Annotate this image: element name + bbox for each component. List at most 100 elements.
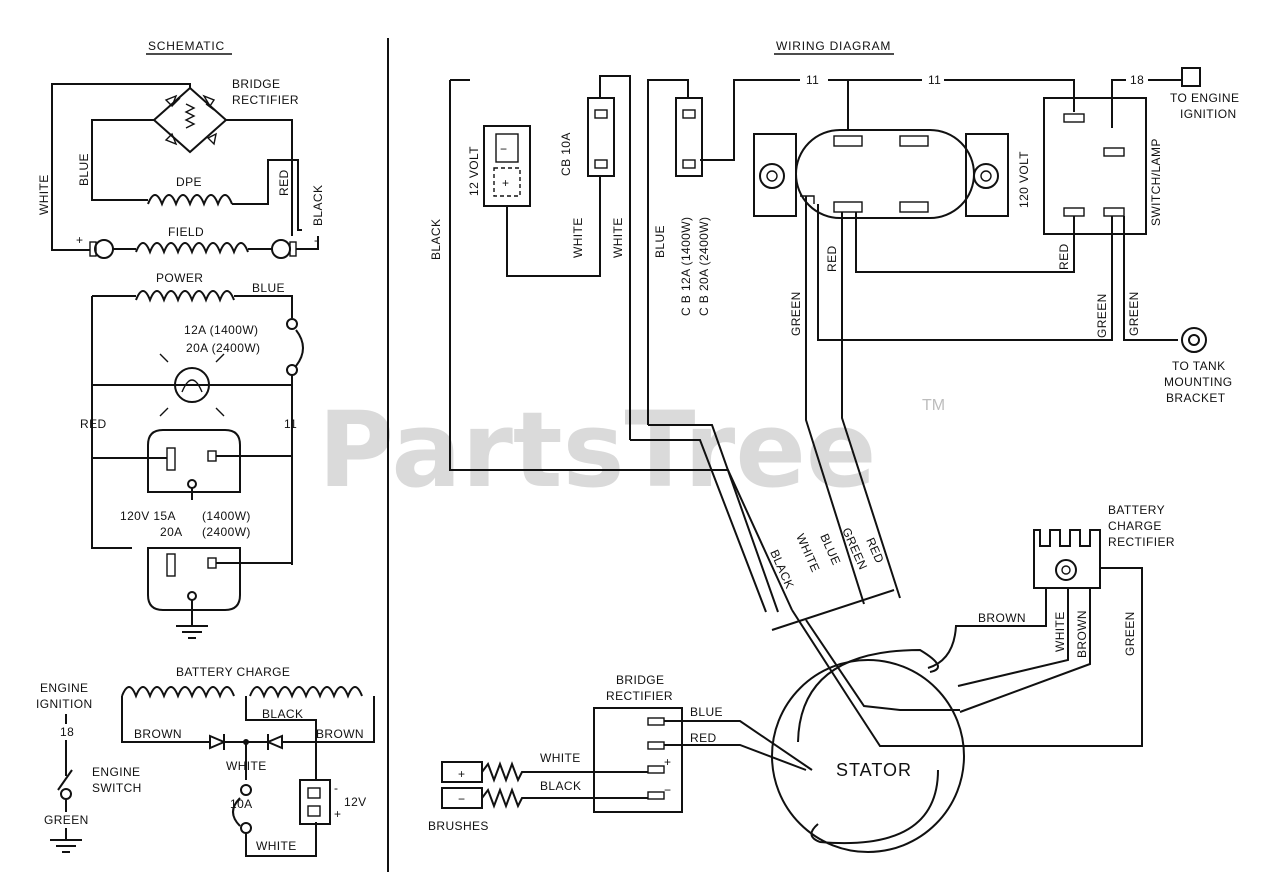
- engine-switch-2: SWITCH: [92, 781, 142, 795]
- wiring-black-label: BLACK: [429, 219, 443, 260]
- bc-brown-left: BROWN: [134, 727, 182, 741]
- receptacle-2-label: 20A: [160, 525, 183, 539]
- wiring-blue-label: BLUE: [653, 225, 667, 258]
- br-red-label: RED: [690, 731, 717, 745]
- bc-battery-12v: [299, 779, 331, 825]
- cb-10a-label: CB 10A: [559, 132, 573, 176]
- battery-charge-coil-left: [121, 686, 235, 699]
- bridge-rectifier-symbol: [152, 86, 228, 154]
- bc-brown-right: BROWN: [316, 727, 364, 741]
- wiring-red-label: RED: [825, 245, 839, 272]
- wiring-green-b: GREEN: [1095, 293, 1109, 338]
- receptacle-1-label: 120V 15A: [120, 509, 176, 523]
- wiring-eleven-a: 11: [806, 73, 819, 87]
- power-blue-label: BLUE: [252, 281, 285, 295]
- br-white-label: WHITE: [540, 751, 581, 765]
- engine-eighteen: 18: [60, 725, 74, 739]
- lamp-symbol: [174, 367, 210, 403]
- wiring-green-label: GREEN: [789, 291, 803, 336]
- battery-charge-rectifier: [1033, 529, 1101, 589]
- bc-12v-label: 12V: [344, 795, 367, 809]
- wiring-white-b: WHITE: [611, 217, 625, 258]
- battery-charge-label: BATTERY CHARGE: [176, 665, 290, 679]
- bc-plus: +: [334, 807, 341, 821]
- harness-clamp: [771, 589, 895, 631]
- outlet-12v-minus: −: [500, 142, 507, 156]
- cb-10a: [587, 97, 615, 177]
- field-minus: -: [314, 233, 318, 247]
- bc-diode-right: [265, 734, 283, 750]
- schematic-bridge-label-2: RECTIFIER: [232, 93, 299, 107]
- schematic-black-label: BLACK: [311, 185, 325, 226]
- field-plus: +: [76, 233, 83, 247]
- breaker-20a-label: 20A (2400W): [186, 341, 260, 355]
- wiring-bridge-2: RECTIFIER: [606, 689, 673, 703]
- engine-ignition-terminal: [1181, 67, 1201, 87]
- wiring-white-a: WHITE: [571, 217, 585, 258]
- receptacle-120v: [753, 129, 1009, 219]
- breaker-12a-label: 12A (1400W): [184, 323, 258, 337]
- wiring-eighteen: 18: [1130, 73, 1144, 87]
- br-plus-symbol: +: [664, 755, 671, 769]
- field-label: FIELD: [168, 225, 204, 239]
- outlet-12v-plus: +: [502, 176, 509, 190]
- schematic-red-left: RED: [80, 417, 107, 431]
- bridge-rectifier-block: [593, 707, 683, 813]
- wiring-green-c: GREEN: [1127, 291, 1141, 336]
- power-coil: [135, 290, 235, 303]
- brushes-label: BRUSHES: [428, 819, 489, 833]
- schematic-green-label: GREEN: [44, 813, 89, 827]
- bcr-label-2: CHARGE: [1108, 519, 1162, 533]
- battery-charge-coil-right: [249, 686, 363, 699]
- bcr-label-3: RECTIFIER: [1108, 535, 1175, 549]
- brush-minus: −: [458, 792, 465, 806]
- cb-20a-label: C B 20A (2400W): [697, 217, 711, 316]
- twelve-volt-label: 12 VOLT: [467, 146, 481, 196]
- schematic-blue-label: BLUE: [77, 153, 91, 186]
- dpe-label: DPE: [176, 175, 202, 189]
- brush-spring-positive: [481, 761, 648, 783]
- receptacle-1b-label: (1400W): [202, 509, 251, 523]
- bc-10a-label: 10A: [230, 797, 253, 811]
- wire-red: [841, 212, 901, 599]
- schematic-title: SCHEMATIC: [148, 39, 225, 53]
- engine-ignition-1: ENGINE: [40, 681, 88, 695]
- tank-mounting-terminal: [1181, 327, 1207, 353]
- schematic-eleven: 11: [284, 417, 297, 431]
- to-tank-2: MOUNTING: [1164, 375, 1233, 389]
- bc-diode-left: [209, 734, 227, 750]
- to-tank-1: TO TANK: [1172, 359, 1225, 373]
- cb-12a-label: C B 12A (1400W): [679, 217, 693, 316]
- wiring-red-b: RED: [1057, 243, 1071, 270]
- wire-white-cb: [599, 75, 631, 440]
- wiring-bridge-1: BRIDGE: [616, 673, 664, 687]
- bundle-blue: BLUE: [817, 532, 843, 568]
- wiring-brown: BROWN: [978, 611, 1026, 625]
- to-tank-3: BRACKET: [1166, 391, 1226, 405]
- engine-ignition-2: IGNITION: [36, 697, 93, 711]
- schematic-white-label: WHITE: [37, 174, 51, 215]
- bcr-brown: BROWN: [1075, 610, 1089, 658]
- receptacle-15a: [147, 429, 241, 493]
- engine-switch-symbol: [57, 769, 73, 791]
- bc-white-bottom: WHITE: [256, 839, 297, 853]
- schematic-panel: SCHEMATIC BRIDGE RECTIFIER WHITE BLUE DP…: [36, 39, 375, 857]
- wire-black: [449, 79, 793, 611]
- bc-black-label: BLACK: [262, 707, 303, 721]
- schematic-white-wire: [51, 83, 191, 251]
- bcr-white: WHITE: [1053, 611, 1067, 652]
- wiring-eleven-b: 11: [928, 73, 941, 87]
- switch-lamp: [1043, 97, 1147, 235]
- bc-white-label: WHITE: [226, 759, 267, 773]
- watermark-text: PartsTree: [318, 389, 876, 511]
- wire-blue-cb: [647, 79, 689, 425]
- onetwenty-volt-label: 120 VOLT: [1017, 151, 1031, 208]
- bcr-label-1: BATTERY: [1108, 503, 1165, 517]
- brush-plus: +: [458, 767, 465, 781]
- watermark-tm: TM: [922, 397, 945, 414]
- receptacle-2b-label: (2400W): [202, 525, 251, 539]
- wire-green: [805, 196, 865, 605]
- engine-switch-1: ENGINE: [92, 765, 140, 779]
- dpe-coil: [147, 194, 233, 207]
